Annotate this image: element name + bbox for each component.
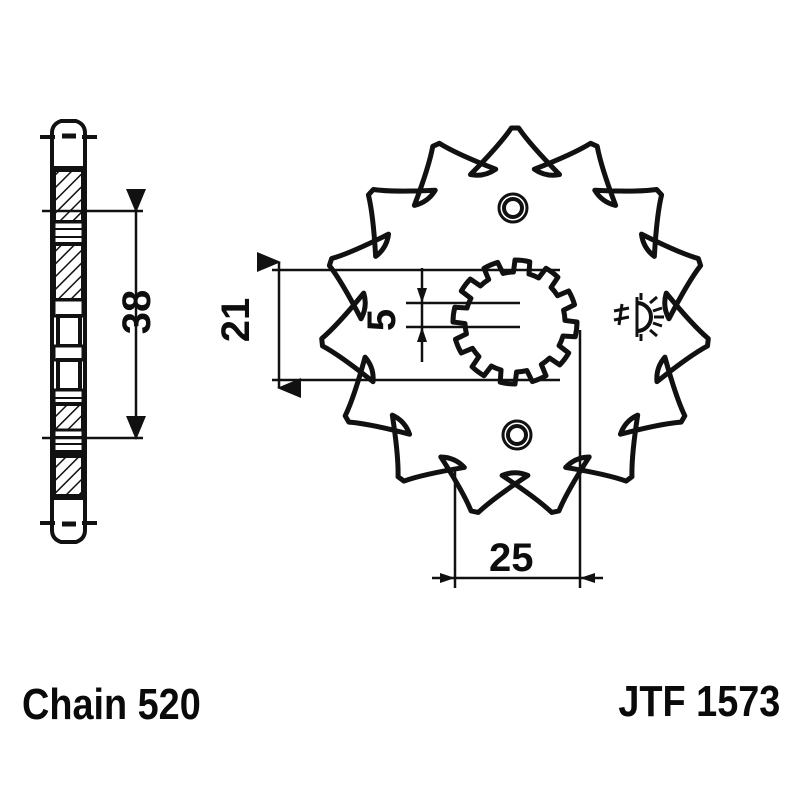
section-hatch-block-1 <box>52 168 85 224</box>
section-hatch-block-4 <box>52 450 85 498</box>
part-number-label: JTF 1573 <box>618 677 780 726</box>
burr-icon-ray-1 <box>649 295 658 305</box>
dimension-5 <box>406 268 520 362</box>
dimension-38 <box>42 189 146 440</box>
dim25-arrow-right <box>580 573 595 583</box>
dimension-25-label: 25 <box>489 536 534 580</box>
dimension-21-label: 21 <box>214 297 258 343</box>
section-bottom-tooth <box>50 496 87 544</box>
dim5-arrow-top <box>417 288 427 303</box>
section-hub-block-3 <box>52 344 85 362</box>
dimension-5-label: 5 <box>360 308 404 332</box>
center-spline-bore <box>450 257 580 387</box>
dimension-25 <box>432 330 603 588</box>
side-section-view <box>40 119 97 544</box>
section-band-1 <box>52 220 85 246</box>
section-hub-block-4 <box>56 358 82 392</box>
bolt-hole-bottom-inner <box>506 424 528 446</box>
burr-icon-ray-2 <box>652 306 663 313</box>
bolt-hole-top-inner <box>502 197 524 219</box>
dimension-21 <box>257 252 560 398</box>
dimension-38-label: 38 <box>115 289 159 335</box>
surface-finish-icon <box>613 293 664 341</box>
burr-icon-mark-2 <box>613 315 630 322</box>
burr-icon-ray-4 <box>652 321 663 328</box>
section-band-3 <box>52 428 85 454</box>
front-view-sprocket <box>319 125 711 515</box>
section-hub-block-1 <box>52 298 85 318</box>
burr-icon-ray-5 <box>649 328 658 338</box>
dim25-arrow-left <box>440 573 455 583</box>
section-top-tooth <box>50 119 87 172</box>
chain-label: Chain 520 <box>22 680 201 729</box>
burr-icon-arc <box>636 301 653 333</box>
section-hub-block-2 <box>56 314 82 348</box>
burr-icon-mark-3 <box>617 303 624 326</box>
section-hatch-block-2 <box>52 242 85 302</box>
dim5-arrow-bottom <box>417 327 427 342</box>
